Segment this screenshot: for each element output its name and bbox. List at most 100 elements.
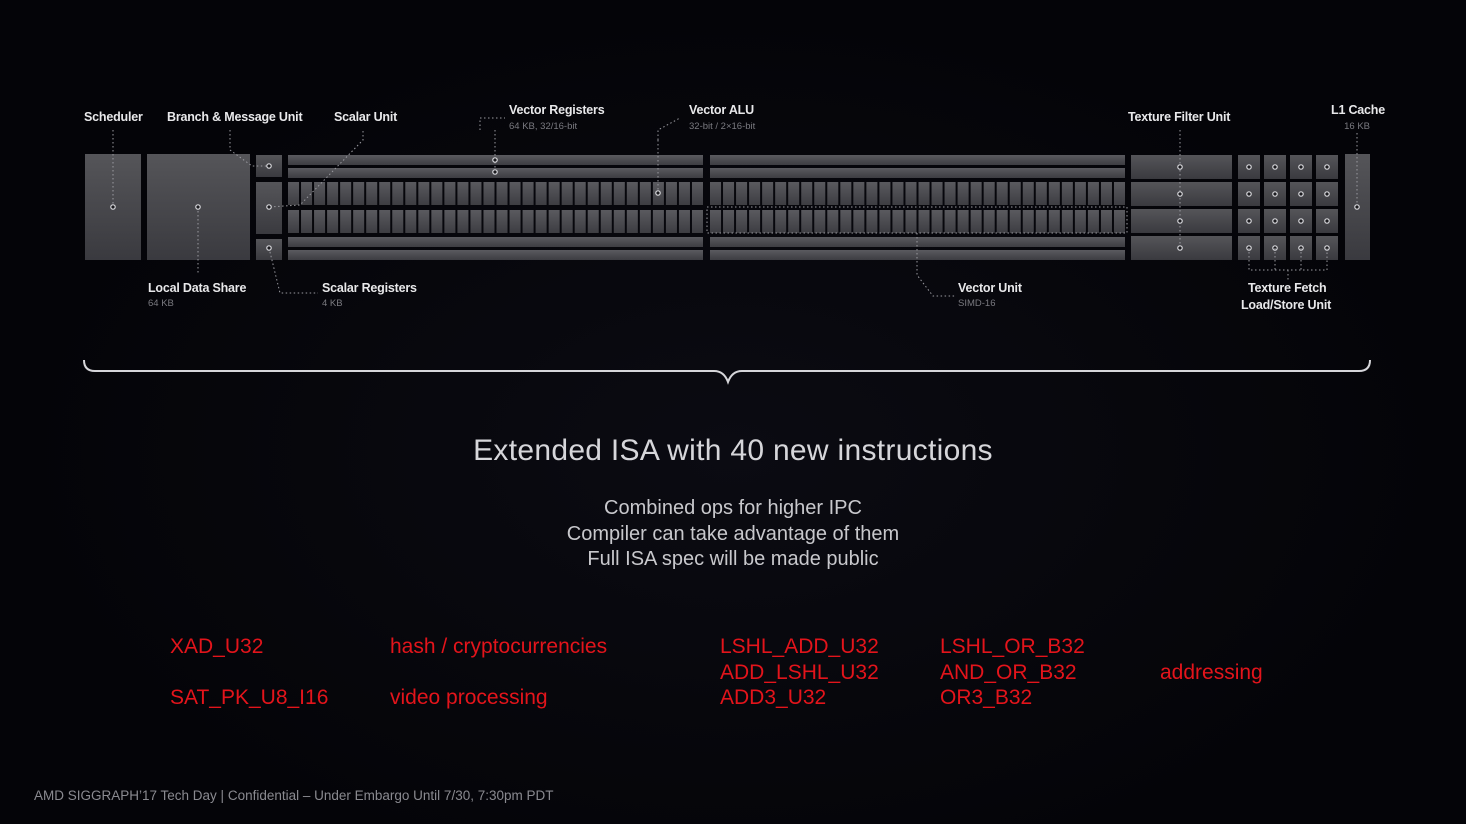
label-branch-message-unit: Branch & Message Unit (167, 110, 303, 124)
alu-lane (892, 182, 904, 205)
alu-lane (1009, 182, 1021, 205)
alu-lane (678, 182, 690, 205)
marker-dot (1272, 191, 1278, 197)
label-l1-cache-size: 16 KB (1344, 121, 1370, 132)
alu-lane (691, 182, 703, 205)
alu-lane (600, 182, 612, 205)
alu-lane (457, 210, 469, 233)
bullet-2: Compiler can take advantage of them (566, 523, 900, 545)
alu-lane (905, 182, 917, 205)
alu-lane (814, 182, 826, 205)
label-scheduler: Scheduler (84, 110, 143, 124)
alu-lane (470, 182, 482, 205)
alu-lane (788, 210, 800, 233)
use-addressing: addressing (1160, 661, 1263, 684)
alu-lane (762, 210, 774, 233)
label-vector-registers: Vector Registers (509, 103, 605, 117)
alu-lane (548, 210, 560, 233)
instr-add-lshl-u32: ADD_LSHL_U32 (720, 661, 879, 684)
alu-lane (353, 182, 365, 205)
alu-lane (548, 182, 560, 205)
alu-lane (327, 182, 339, 205)
alu-lane (840, 210, 852, 233)
alu-lane (613, 210, 625, 233)
instr-sat-pk: SAT_PK_U8_I16 (170, 686, 329, 709)
label-l1-cache: L1 Cache (1331, 103, 1385, 117)
alu-lane (561, 182, 573, 205)
instr-xad-u32: XAD_U32 (170, 635, 264, 658)
alu-lane (723, 182, 735, 205)
alu-lane (639, 182, 651, 205)
alu-lane (775, 182, 787, 205)
marker-dot (1246, 164, 1252, 170)
marker-dot (1298, 218, 1304, 224)
alu-lane (957, 210, 969, 233)
alu-lane (418, 182, 430, 205)
alu-lane (723, 210, 735, 233)
alu-lane (1035, 182, 1047, 205)
alu-lane (970, 210, 982, 233)
alu-lane (931, 182, 943, 205)
alu-lane (1048, 210, 1060, 233)
alu-lane (366, 210, 378, 233)
label-vector-alu-width: 32-bit / 2×16-bit (689, 121, 756, 132)
alu-lane (626, 210, 638, 233)
alu-lane (314, 182, 326, 205)
alu-lane (470, 210, 482, 233)
alu-lane (431, 210, 443, 233)
alu-lane (944, 210, 956, 233)
alu-lane (288, 182, 300, 205)
alu-lane (457, 182, 469, 205)
label-vector-unit-type: SIMD-16 (958, 298, 996, 309)
alu-lane (1022, 210, 1034, 233)
marker-dot (1324, 191, 1330, 197)
alu-lane (678, 210, 690, 233)
alu-lane (905, 210, 917, 233)
alu-lane (996, 210, 1008, 233)
alu-lane (853, 182, 865, 205)
alu-lane (587, 182, 599, 205)
alu-lane (600, 210, 612, 233)
alu-lane (392, 210, 404, 233)
alu-lane (814, 210, 826, 233)
alu-lane (853, 210, 865, 233)
alu-lane (353, 210, 365, 233)
alu-lane (736, 182, 748, 205)
alu-lane (1100, 210, 1112, 233)
label-scalar-registers-size: 4 KB (322, 298, 343, 309)
alu-lane (710, 210, 722, 233)
alu-lane (613, 182, 625, 205)
alu-lane (775, 210, 787, 233)
alu-lane (301, 182, 313, 205)
alu-lane (561, 210, 573, 233)
alu-lane (1074, 182, 1086, 205)
alu-lane (879, 182, 891, 205)
alu-lane (1048, 182, 1060, 205)
alu-lane (288, 210, 300, 233)
alu-lane (366, 182, 378, 205)
alu-lane (535, 210, 547, 233)
alu-lane (749, 182, 761, 205)
alu-lane (522, 210, 534, 233)
alu-lane (983, 210, 995, 233)
texture-fetch-grid (1238, 155, 1338, 260)
alu-lane (691, 210, 703, 233)
marker-dot (1272, 218, 1278, 224)
alu-lane (736, 210, 748, 233)
alu-lane (509, 210, 521, 233)
instr-lshl-add-u32: LSHL_ADD_U32 (720, 635, 879, 658)
use-hash-crypto: hash / cryptocurrencies (390, 635, 608, 658)
use-video-processing: video processing (390, 686, 548, 709)
alu-lane (983, 182, 995, 205)
label-scalar-registers: Scalar Registers (322, 281, 417, 295)
alu-lane (1100, 182, 1112, 205)
alu-lane (931, 210, 943, 233)
alu-lane (710, 182, 722, 205)
leader-lines (112, 117, 1358, 297)
vector-alu-lanes (288, 182, 1125, 233)
alu-lane (496, 210, 508, 233)
marker-dot (1324, 218, 1330, 224)
alu-lane (866, 210, 878, 233)
label-texture-filter-unit: Texture Filter Unit (1128, 110, 1231, 124)
